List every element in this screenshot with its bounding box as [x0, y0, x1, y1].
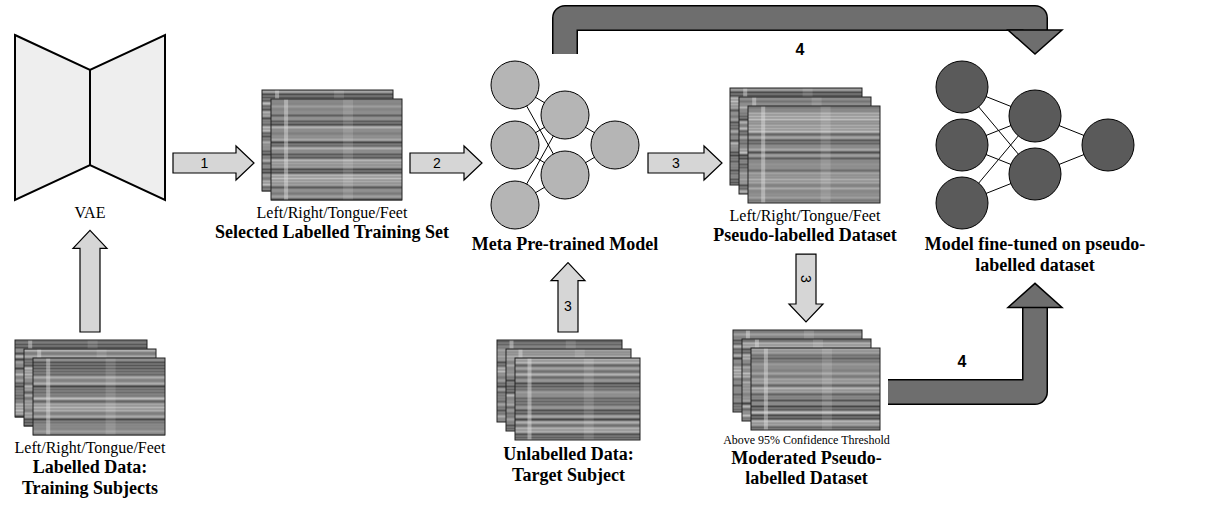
caption-text: Left/Right/Tongue/Feet	[192, 204, 472, 222]
node-illustration	[733, 330, 880, 430]
eeg-stack: Left/Right/Tongue/FeetLabelled Data: Tra…	[15, 340, 165, 435]
node-illustration	[730, 88, 880, 203]
flow-arrow	[73, 230, 107, 332]
eeg-sheet	[33, 358, 165, 435]
eeg-stack: Above 95% Confidence ThresholdModerated …	[733, 330, 880, 430]
network-unit	[491, 61, 539, 109]
step-number: 3	[799, 275, 813, 283]
flow-arrow	[789, 254, 823, 322]
node-illustration	[15, 340, 165, 435]
caption-text: Above 95% Confidence Threshold	[707, 434, 907, 448]
node-caption: Left/Right/Tongue/FeetPseudo-labelled Da…	[685, 207, 925, 246]
node-illustration	[935, 60, 1135, 230]
flow-arrow	[410, 146, 482, 180]
caption-text: Unlabelled Data: Target Subject	[489, 444, 649, 485]
network-unit	[1009, 90, 1061, 142]
network-unit	[936, 177, 988, 229]
flow-arrow	[565, 18, 1062, 54]
network-model: Model fine-tuned on pseudo-labelled data…	[935, 60, 1135, 230]
network-unit	[591, 121, 639, 169]
network-unit	[936, 61, 988, 113]
caption-text: Pseudo-labelled Dataset	[685, 225, 925, 246]
vae-divider	[89, 70, 91, 165]
eeg-stack: Left/Right/Tongue/FeetSelected Labelled …	[262, 90, 402, 200]
network-unit	[491, 181, 539, 229]
network-unit	[541, 91, 589, 139]
vae-outline	[15, 35, 165, 200]
caption-text: Left/Right/Tongue/Feet	[685, 207, 925, 225]
node-illustration	[490, 60, 640, 230]
vae-shape: VAE	[15, 35, 165, 200]
node-illustration	[262, 90, 402, 200]
eeg-stack: Left/Right/Tongue/FeetPseudo-labelled Da…	[730, 88, 880, 203]
eeg-sheet	[748, 106, 880, 203]
caption-text: Selected Labelled Training Set	[192, 222, 472, 243]
network-model: Meta Pre-trained Model	[490, 60, 640, 230]
eeg-stack: Unlabelled Data: Target Subject	[497, 340, 640, 440]
caption-text: Labelled Data: Training Subjects	[5, 457, 175, 498]
eeg-sheet	[751, 348, 880, 430]
network-unit	[541, 151, 589, 199]
node-caption: Above 95% Confidence ThresholdModerated …	[707, 434, 907, 489]
flow-arrow	[888, 283, 1062, 392]
step-number: 3	[564, 299, 572, 313]
step-number: 4	[796, 42, 805, 58]
caption-text: Model fine-tuned on pseudo-labelled data…	[895, 234, 1175, 275]
node-caption: Meta Pre-trained Model	[445, 234, 685, 255]
network-unit	[1082, 119, 1134, 171]
network-unit	[1009, 148, 1061, 200]
step-number: 4	[958, 354, 967, 370]
network-unit	[936, 119, 988, 171]
network-unit	[491, 121, 539, 169]
node-caption: Model fine-tuned on pseudo-labelled data…	[895, 234, 1175, 275]
eeg-sheet	[271, 99, 402, 200]
caption-text: VAE	[40, 204, 140, 222]
flow-arrow	[173, 146, 254, 180]
node-caption: Unlabelled Data: Target Subject	[489, 444, 649, 485]
node-caption: Left/Right/Tongue/FeetSelected Labelled …	[192, 204, 472, 243]
step-number: 2	[433, 156, 441, 170]
caption-text: Meta Pre-trained Model	[445, 234, 685, 255]
caption-text: Moderated Pseudo-labelled Dataset	[707, 448, 907, 489]
step-number: 1	[201, 156, 209, 170]
flow-arrow	[648, 146, 722, 180]
node-caption: VAE	[40, 204, 140, 222]
step-number: 3	[672, 156, 680, 170]
eeg-sheet	[515, 358, 640, 440]
node-illustration	[497, 340, 640, 440]
node-illustration	[15, 35, 165, 200]
flow-arrow	[551, 263, 585, 332]
node-caption: Left/Right/Tongue/FeetLabelled Data: Tra…	[5, 439, 175, 499]
caption-text: Left/Right/Tongue/Feet	[5, 439, 175, 457]
